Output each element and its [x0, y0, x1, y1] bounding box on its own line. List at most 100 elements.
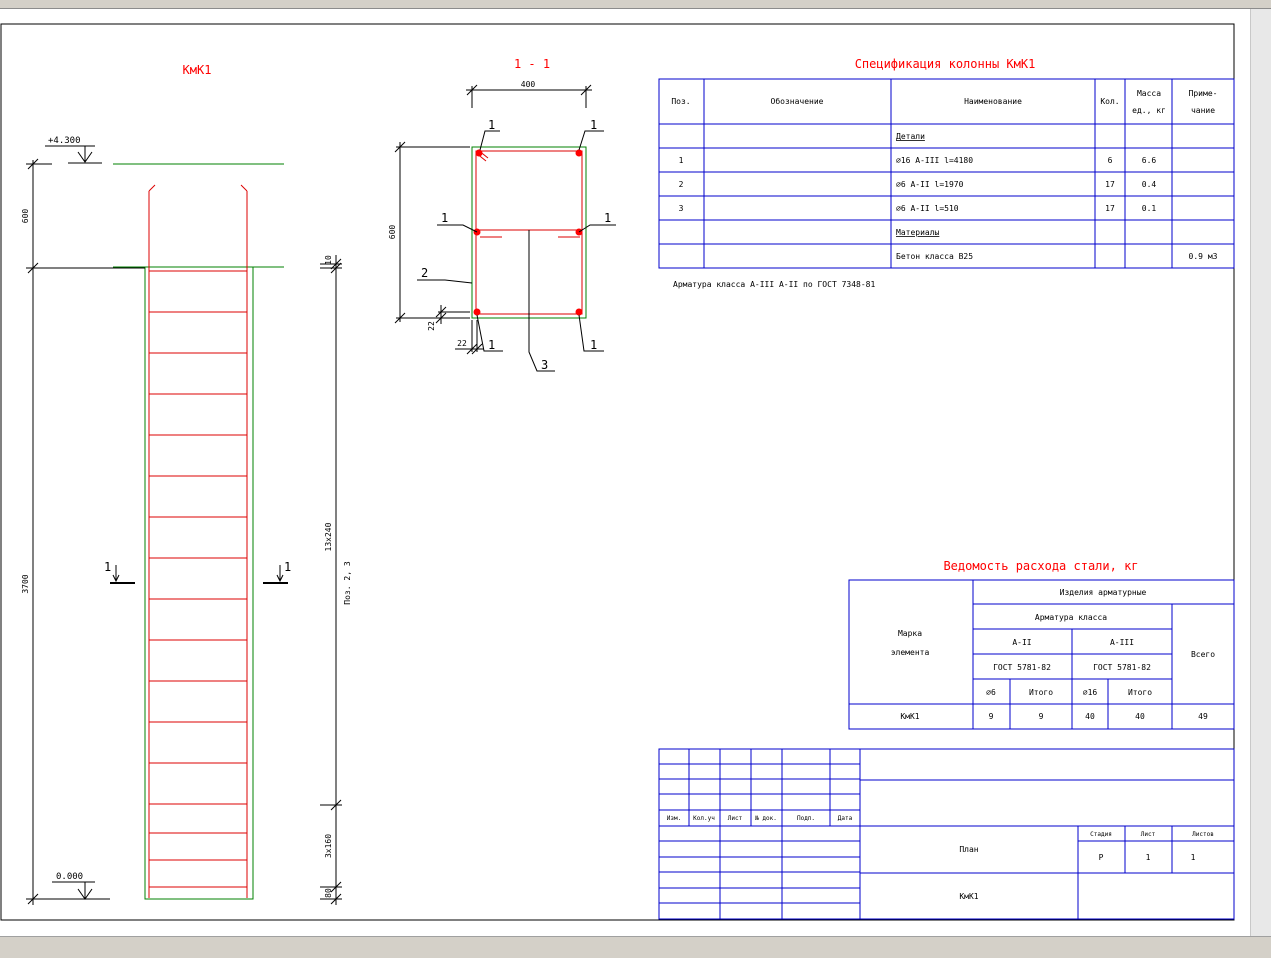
steel-subtotal-a2: Итого: [1029, 688, 1053, 697]
tb-col-doc: № док.: [755, 815, 777, 822]
tb-mark-label: КмК1: [959, 892, 978, 901]
dim-3700-text: 3700: [21, 574, 30, 593]
label-bar-top-left: 1: [488, 118, 495, 132]
label-stirrup: 2: [421, 266, 428, 280]
spec-header-note-1: Приме-: [1189, 89, 1218, 98]
tb-sheet-header: Лист: [1141, 831, 1156, 838]
label-bar-bottom-left: 1: [488, 338, 495, 352]
steel-row-total: 49: [1198, 712, 1208, 721]
bar-top-left: [475, 149, 483, 157]
spec-table-title: Спецификация колонны КмК1: [855, 57, 1036, 71]
spec-row-name: ⌀6 А-II l=510: [896, 204, 959, 213]
spec-row-qty: 17: [1105, 204, 1115, 213]
tb-col-list: Лист: [728, 815, 743, 822]
tb-col-date: Дата: [838, 815, 853, 822]
section-leaders: [417, 130, 616, 372]
spec-row-name: ⌀16 А-III l=4180: [896, 156, 973, 165]
steel-dia-a2: ⌀6: [986, 688, 996, 697]
section-cut-left: 1: [104, 560, 135, 584]
tb-col-kolu: Кол.уч: [693, 815, 715, 822]
dim-10-text: 10: [324, 255, 333, 265]
bar-top-right: [575, 149, 583, 157]
dim-600-text: 600: [21, 209, 30, 224]
cover-vertical-text: 22: [427, 321, 436, 331]
spec-row-mass: 0.4: [1142, 180, 1157, 189]
tb-stage-value: Р: [1099, 853, 1104, 862]
column-outline: [144, 266, 254, 900]
steel-table: [848, 579, 1235, 730]
steel-products-header: Изделия арматурные: [1060, 588, 1147, 597]
label-tie: 3: [541, 358, 548, 372]
section-title: 1 - 1: [514, 57, 550, 71]
bar-bottom-left: [473, 308, 481, 316]
tb-col-izm: Изм.: [667, 815, 681, 822]
label-bar-mid-right: 1: [604, 211, 611, 225]
spec-header-qty: Кол.: [1100, 97, 1119, 106]
spec-row-pos: 3: [679, 204, 684, 213]
width-dim-text: 400: [521, 80, 536, 89]
steel-row-a2-total: 9: [1039, 712, 1044, 721]
steel-dia-a3: ⌀16: [1083, 688, 1098, 697]
sheet-frame: [0, 23, 1235, 921]
positions-note: Поз. 2, 3: [343, 561, 352, 605]
spec-row-qty: 17: [1105, 180, 1115, 189]
dim-80-text: 80: [324, 888, 333, 898]
steel-table-title: Ведомость расхода стали, кг: [943, 559, 1138, 573]
section-mark-right: 1: [284, 560, 291, 574]
label-bar-bottom-right: 1: [590, 338, 597, 352]
elevation-title: КмК1: [183, 63, 212, 77]
tb-col-sign: Подп.: [797, 815, 815, 822]
status-bar: [0, 936, 1271, 958]
steel-gost-a3: ГОСТ 5781-82: [1093, 663, 1151, 672]
tb-plan-label: План: [959, 845, 978, 854]
section-height-dimension: 600: [388, 141, 470, 324]
cover-dimensions: 22 22: [427, 305, 484, 355]
top-mark-text: +4.300: [48, 136, 81, 146]
toolbar: [0, 0, 1271, 9]
vertical-scrollbar[interactable]: [1250, 9, 1271, 936]
steel-gost-a2: ГОСТ 5781-82: [993, 663, 1051, 672]
steel-class-a2: А-II: [1012, 638, 1031, 647]
section-width-dimension: 400: [466, 80, 592, 108]
spec-header-mass-1: Масса: [1137, 89, 1161, 98]
spec-row-mass: 6.6: [1142, 156, 1157, 165]
spec-row-name: Детали: [896, 132, 925, 141]
steel-mark-header-1: Марка: [898, 629, 922, 638]
spec-header-pos: Поз.: [671, 97, 690, 106]
steel-row-a3-d16: 40: [1085, 712, 1095, 721]
bottom-mark-text: 0.000: [56, 872, 83, 882]
right-dimension-chain: 10 13x240 3x160 80 Поз. 2, 3: [320, 255, 352, 905]
steel-subtotal-a3: Итого: [1128, 688, 1152, 697]
stirrups: [149, 270, 247, 888]
drawing-svg: КмК1 +4.300 600 3700 0.000: [0, 23, 1235, 921]
spec-row-name: Материалы: [896, 228, 940, 237]
section-mark-left: 1: [104, 560, 111, 574]
spec-footnote: Арматура класса А-III А-II по ГОСТ 7348-…: [673, 280, 875, 289]
spec-row-mass: 0.1: [1142, 204, 1157, 213]
steel-row-mark: КмК1: [900, 712, 919, 721]
spec-table: [658, 78, 1235, 269]
spec-header-mass-2: ед., кг: [1132, 106, 1166, 115]
steel-total-header: Всего: [1191, 650, 1215, 659]
spec-row-pos: 2: [679, 180, 684, 189]
title-block: [658, 748, 1235, 920]
tb-sheets-header: Листов: [1192, 831, 1214, 838]
steel-class-header: Арматура класса: [1035, 613, 1107, 622]
tb-sheet-value: 1: [1146, 853, 1151, 862]
steel-row-a2-d6: 9: [989, 712, 994, 721]
top-level-mark: +4.300: [45, 136, 102, 164]
height-dim-text: 600: [388, 225, 397, 240]
spec-table-rows: Детали 1 ⌀16 А-III l=4180 6 6.6 2 ⌀6 А-I…: [679, 132, 1218, 261]
section-cut-right: 1: [263, 560, 291, 584]
spec-header-designation: Обозначение: [771, 96, 824, 106]
spec-row-name: ⌀6 А-II l=1970: [896, 180, 964, 189]
label-bar-top-right: 1: [590, 118, 597, 132]
label-bar-mid-left: 1: [441, 211, 448, 225]
tb-stage-header: Стадия: [1090, 831, 1112, 838]
spec-header-name: Наименование: [964, 97, 1022, 106]
dim-3x160-text: 3x160: [324, 834, 333, 858]
tb-sheets-value: 1: [1191, 853, 1196, 862]
drawing-canvas[interactable]: КмК1 +4.300 600 3700 0.000: [0, 9, 1250, 936]
steel-class-a3: А-III: [1110, 638, 1134, 647]
steel-mark-header-2: элемента: [891, 648, 930, 657]
